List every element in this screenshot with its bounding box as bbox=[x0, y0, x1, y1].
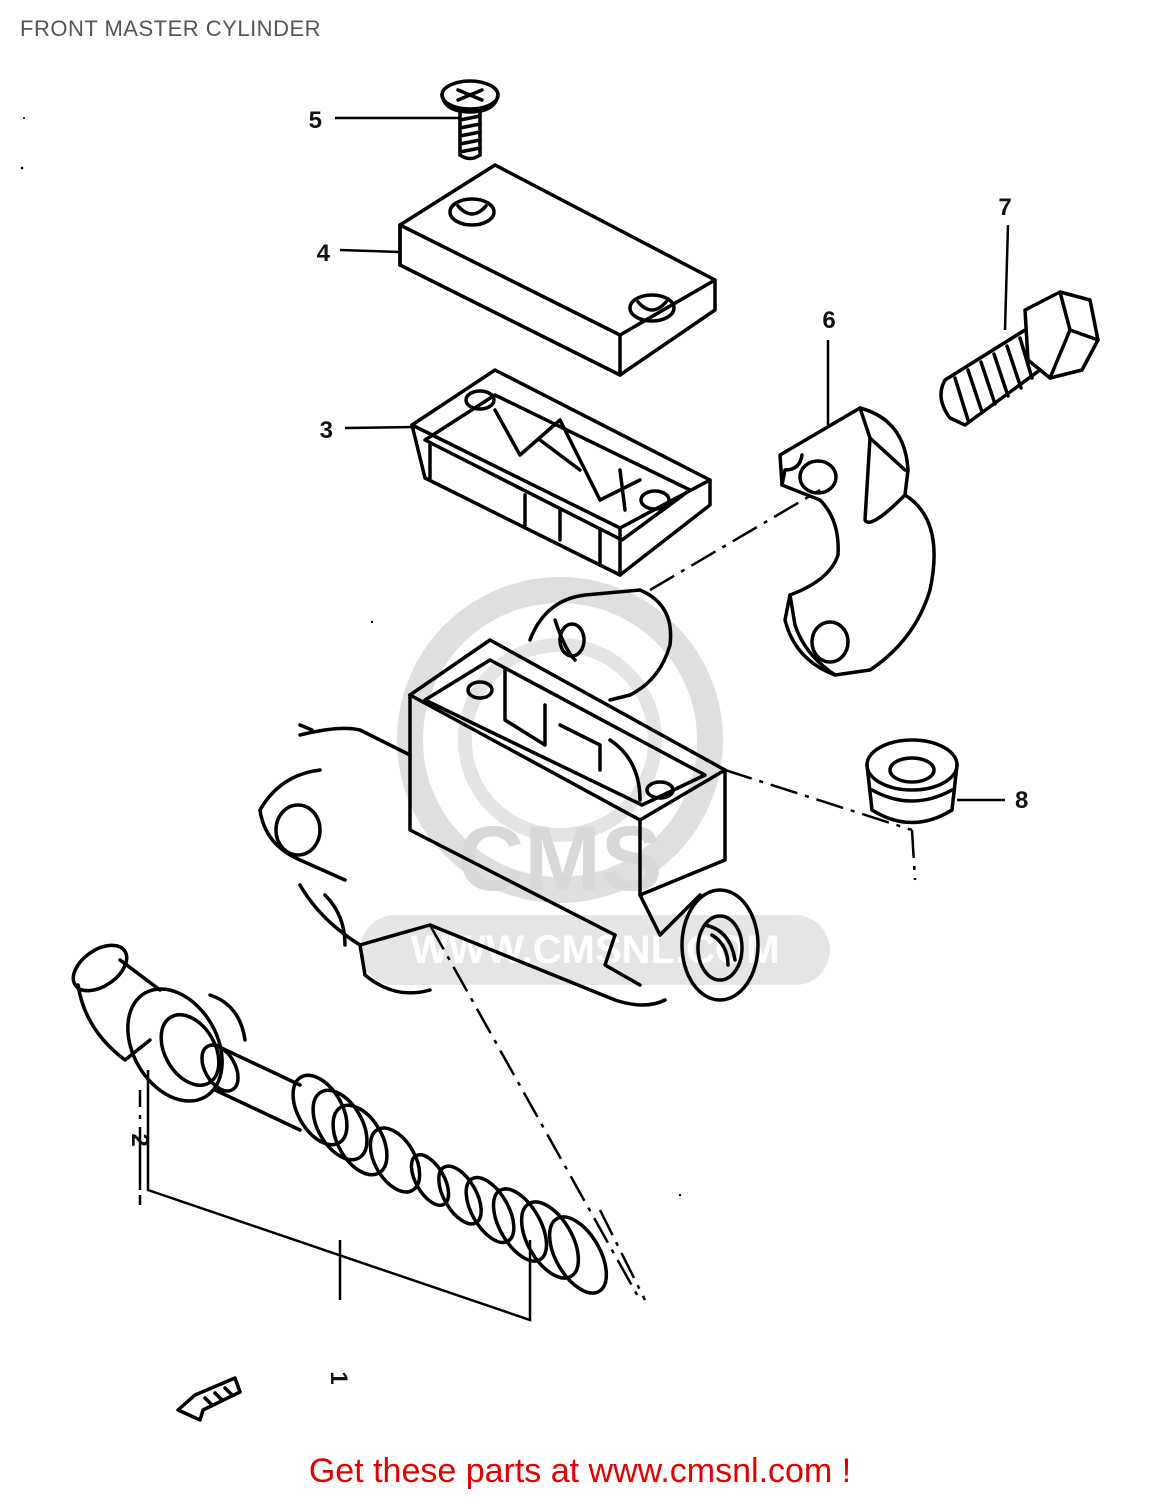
bolt-part-7 bbox=[939, 290, 1100, 427]
callout-7: 7 bbox=[998, 194, 1011, 221]
handlebar-clamp-part-6 bbox=[778, 406, 936, 677]
watermark-logo: CMS bbox=[458, 808, 662, 910]
callout-1: 1 bbox=[325, 1371, 352, 1384]
callout-5: 5 bbox=[309, 107, 322, 134]
callout-2: 2 bbox=[126, 1133, 153, 1146]
master-cylinder-body bbox=[258, 588, 760, 1007]
piston-assembly-part-1 bbox=[71, 943, 609, 1295]
screw-part-5 bbox=[440, 79, 500, 161]
callout-3: 3 bbox=[320, 417, 333, 444]
callout-8: 8 bbox=[1015, 787, 1028, 814]
reservoir-cap-part-4 bbox=[398, 163, 717, 377]
page-title: FRONT MASTER CYLINDER bbox=[20, 16, 322, 41]
callout-4: 4 bbox=[317, 240, 331, 267]
front-direction-arrow bbox=[176, 1376, 242, 1422]
callout-6: 6 bbox=[822, 307, 835, 334]
watermark-url: WWW.CMSNL.COM bbox=[411, 928, 780, 972]
diaphragm-part-3 bbox=[410, 368, 712, 577]
footer-parts-link[interactable]: Get these parts at www.cmsnl.com ! bbox=[308, 1452, 852, 1490]
rubber-boot-part-8 bbox=[865, 738, 959, 825]
